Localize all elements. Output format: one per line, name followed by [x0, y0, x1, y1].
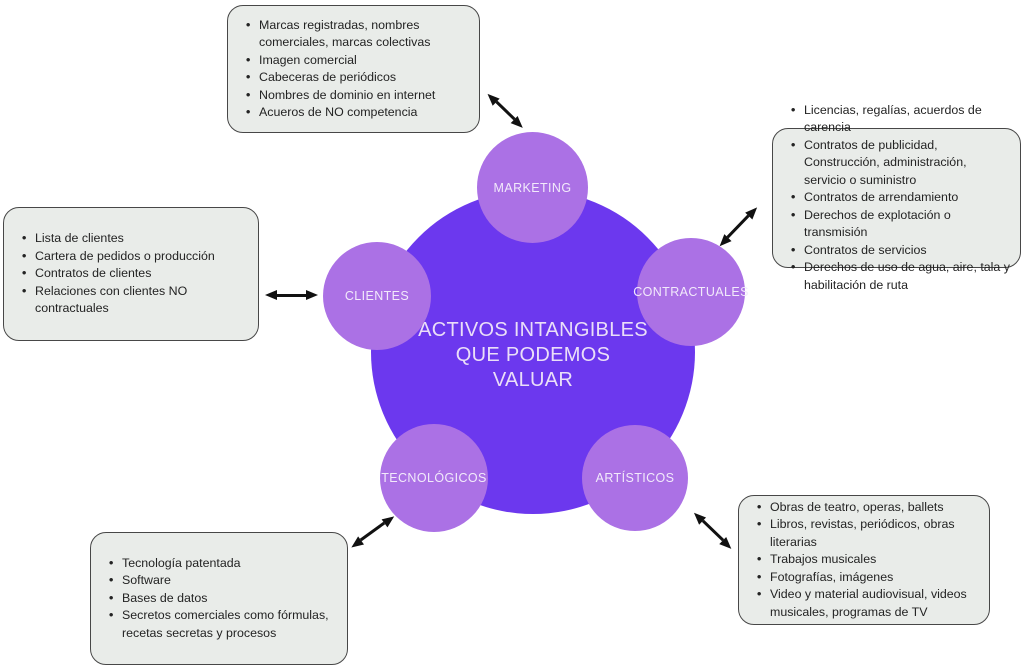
bullet-item: Bases de datos — [109, 590, 337, 608]
info-box-marketing: Marcas registradas, nombres comerciales,… — [227, 5, 480, 133]
bullet-item: Lista de clientes — [22, 230, 248, 248]
node-tecnologicos: TECNOLÓGICOS — [380, 424, 488, 532]
bullet-item: Contratos de servicios — [791, 242, 1010, 260]
bullet-item: Obras de teatro, operas, ballets — [757, 499, 979, 517]
node-clientes-label: CLIENTES — [344, 289, 410, 303]
bullet-item: Nombres de dominio en internet — [246, 87, 469, 105]
double-arrow-marketing-icon — [495, 100, 516, 120]
bullet-list-marketing: Marcas registradas, nombres comerciales,… — [228, 17, 479, 122]
info-box-tecnologicos: Tecnología patentadaSoftwareBases de dat… — [90, 532, 348, 665]
bullet-item: Derechos de explotación o transmisión — [791, 207, 1010, 242]
bullet-item: Video y material audiovisual, videos mus… — [757, 586, 979, 621]
double-arrow-tecnologicos-icon — [359, 521, 386, 542]
bullet-item: Derechos de uso de agua, aire, tala y ha… — [791, 259, 1010, 294]
bullet-item: Marcas registradas, nombres comerciales,… — [246, 17, 469, 52]
bullet-item: Libros, revistas, periódicos, obras lite… — [757, 516, 979, 551]
info-box-artisticos: Obras de teatro, operas, balletsLibros, … — [738, 495, 990, 625]
node-artisticos-label: ARTÍSTICOS — [595, 471, 675, 485]
diagram-title-line: VALUAR — [492, 369, 574, 391]
bullet-item: Cabeceras de periódicos — [246, 69, 469, 87]
bullet-item: Cartera de pedidos o producción — [22, 248, 248, 266]
bullet-item: Fotografías, imágenes — [757, 569, 979, 587]
bullet-item: Tecnología patentada — [109, 555, 337, 573]
node-contractuales-label: CONTRACTUALES — [633, 285, 749, 299]
diagram-title-line: QUE PODEMOS — [455, 344, 611, 366]
double-arrow-artisticos-icon — [701, 519, 725, 541]
bullet-list-contractuales: Licencias, regalías, acuerdos de carenci… — [773, 102, 1020, 295]
double-arrow-clientes-icon — [277, 293, 306, 297]
diagram-title: ACTIVOS INTANGIBLES QUE PODEMOS VALUAR — [371, 318, 695, 393]
bullet-item: Contratos de clientes — [22, 265, 248, 283]
bullet-item: Software — [109, 572, 337, 590]
bullet-item: Imagen comercial — [246, 52, 469, 70]
bullet-item: Secretos comerciales como fórmulas, rece… — [109, 607, 337, 642]
bullet-item: Relaciones con clientes NO contractuales — [22, 283, 248, 318]
info-box-clientes: Lista de clientesCartera de pedidos o pr… — [3, 207, 259, 341]
bullet-list-artisticos: Obras de teatro, operas, balletsLibros, … — [739, 499, 989, 622]
bullet-item: Contratos de publicidad, Construcción, a… — [791, 137, 1010, 190]
bullet-item: Licencias, regalías, acuerdos de carenci… — [791, 102, 1010, 137]
double-arrow-contractuales-icon — [726, 214, 750, 239]
bullet-item: Contratos de arrendamiento — [791, 189, 1010, 207]
node-marketing-label: MARKETING — [493, 180, 572, 195]
bullet-item: Trabajos musicales — [757, 551, 979, 569]
node-artisticos: ARTÍSTICOS — [582, 425, 688, 531]
diagram-title-line: ACTIVOS INTANGIBLES — [418, 319, 648, 341]
bullet-list-clientes: Lista de clientesCartera de pedidos o pr… — [4, 230, 258, 318]
node-contractuales: CONTRACTUALES — [633, 238, 748, 346]
node-tecnologicos-label: TECNOLÓGICOS — [381, 471, 487, 485]
node-clientes: CLIENTES — [323, 242, 431, 350]
node-marketing: MARKETING — [477, 132, 588, 243]
info-box-contractuales: Licencias, regalías, acuerdos de carenci… — [772, 102, 1021, 292]
bullet-list-tecnologicos: Tecnología patentadaSoftwareBases de dat… — [91, 555, 347, 643]
bullet-item: Acueros de NO competencia — [246, 104, 469, 122]
